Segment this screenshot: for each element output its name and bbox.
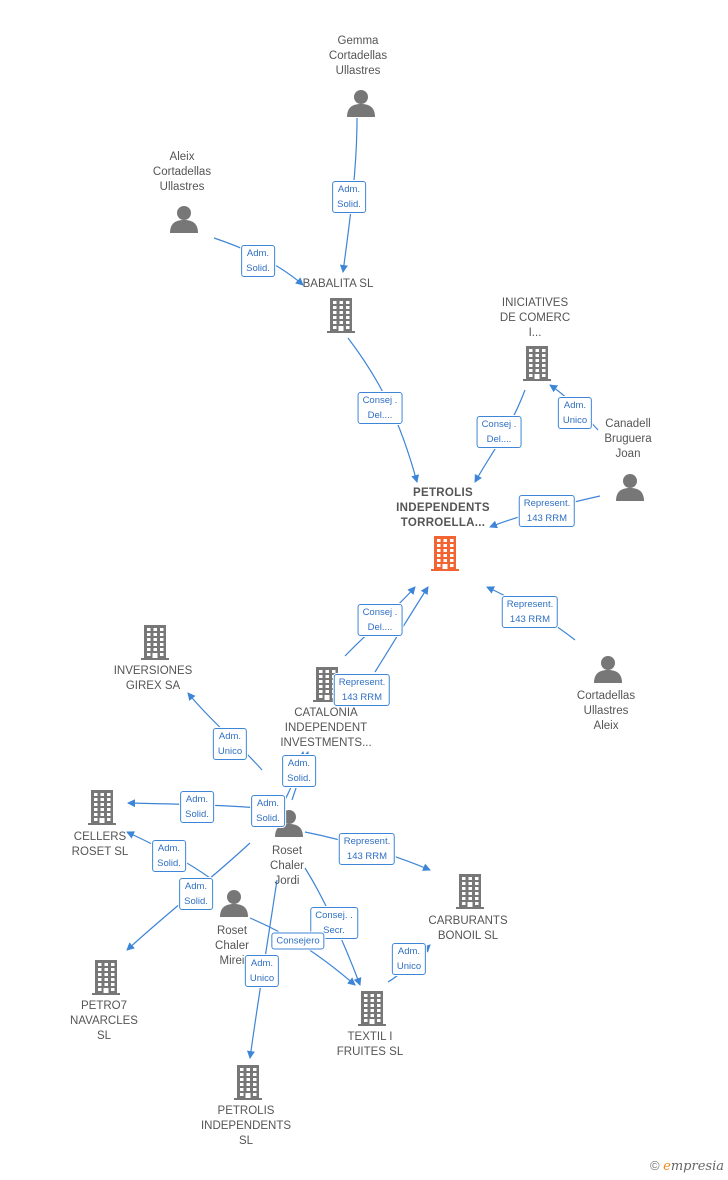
edge-label-11[interactable]: Adm. Solid. — [251, 795, 285, 827]
edge-label-15[interactable]: Represent. 143 RRM — [338, 833, 396, 865]
edge-label-8[interactable]: Represent. 143 RRM — [333, 674, 391, 706]
building-icon-petrolis_sl[interactable] — [234, 1065, 262, 1100]
edge-label-2[interactable]: Consej . Del.... — [357, 392, 403, 424]
edge-label-1[interactable]: Adm. Solid. — [241, 245, 275, 277]
edge-label-12[interactable]: Adm. Solid. — [180, 791, 214, 823]
node-label-girex[interactable]: INVERSIONES GIREX SA — [113, 665, 193, 692]
node-label-canadell[interactable]: Canadell Bruguera Joan — [604, 418, 652, 460]
edge-label-18[interactable]: Adm. Unico — [391, 943, 427, 975]
node-label-petrolis_t[interactable]: PETROLIS INDEPENDENTS TORROELLA... — [396, 487, 490, 529]
brand-logo-text: mpresia — [670, 1159, 724, 1174]
brand-logo-e: e — [663, 1159, 671, 1174]
person-icon-canadell[interactable] — [616, 474, 644, 501]
node-label-aleix1[interactable]: Aleix Cortadellas Ullastres — [152, 151, 212, 193]
edge-label-3[interactable]: Consej . Del.... — [476, 416, 522, 448]
edge-label-6[interactable]: Represent. 143 RRM — [501, 596, 559, 628]
building-icon-petrolis_t[interactable] — [431, 536, 459, 571]
node-label-textil[interactable]: TEXTIL I FRUITES SL — [336, 1031, 404, 1058]
node-label-jordi[interactable]: Roset Chaler Jordi — [270, 845, 304, 887]
node-label-carburants[interactable]: CARBURANTS BONOIL SL — [428, 915, 508, 942]
node-label-babalita[interactable]: BABALITA SL — [302, 278, 374, 290]
building-icon-cellers[interactable] — [88, 790, 116, 825]
edge-label-0[interactable]: Adm. Solid. — [332, 181, 366, 213]
edge-label-17[interactable]: Consejero — [271, 932, 325, 950]
building-icon-carburants[interactable] — [456, 874, 484, 909]
node-label-petrolis_sl[interactable]: PETROLIS INDEPENDENTS SL — [200, 1105, 292, 1147]
person-icon-mireia[interactable] — [220, 890, 248, 917]
edge-label-10[interactable]: Adm. Solid. — [282, 755, 316, 787]
node-label-iniciatives[interactable]: INICIATIVES DE COMERC I... — [499, 297, 571, 339]
node-label-gemma[interactable]: Gemma Cortadellas Ullastres — [328, 35, 388, 77]
edge-label-5[interactable]: Represent. 143 RRM — [518, 495, 576, 527]
person-icon-aleix2[interactable] — [594, 656, 622, 683]
node-label-catalonia[interactable]: CATALONIA INDEPENDENT INVESTMENTS... — [280, 707, 372, 749]
building-icon-iniciatives[interactable] — [523, 346, 551, 381]
edge-label-14[interactable]: Adm. Solid. — [179, 878, 213, 910]
footer-brand: © empresia — [650, 1158, 724, 1174]
edge-label-13[interactable]: Adm. Solid. — [152, 840, 186, 872]
edge-label-19[interactable]: Adm. Unico — [244, 955, 280, 987]
building-icon-girex[interactable] — [141, 625, 169, 660]
node-label-aleix2[interactable]: Cortadellas Ullastres Aleix — [576, 690, 636, 732]
edge-label-9[interactable]: Adm. Unico — [212, 728, 248, 760]
person-icon-aleix1[interactable] — [170, 206, 198, 233]
building-icon-catalonia[interactable] — [313, 667, 341, 702]
node-label-mireia[interactable]: Roset Chaler Mirei — [215, 925, 249, 967]
edge-label-7[interactable]: Consej . Del.... — [357, 604, 403, 636]
person-icon-jordi[interactable] — [275, 810, 303, 837]
person-icon-gemma[interactable] — [347, 90, 375, 117]
edge-label-4[interactable]: Adm. Unico — [557, 397, 593, 429]
node-label-cellers[interactable]: CELLERS ROSET SL — [71, 831, 129, 858]
building-icon-babalita[interactable] — [327, 298, 355, 333]
copyright-symbol: © — [649, 1158, 660, 1173]
building-icon-petro7[interactable] — [92, 960, 120, 995]
building-icon-textil[interactable] — [358, 991, 386, 1026]
node-label-petro7[interactable]: PETRO7 NAVARCLES SL — [70, 1000, 138, 1042]
